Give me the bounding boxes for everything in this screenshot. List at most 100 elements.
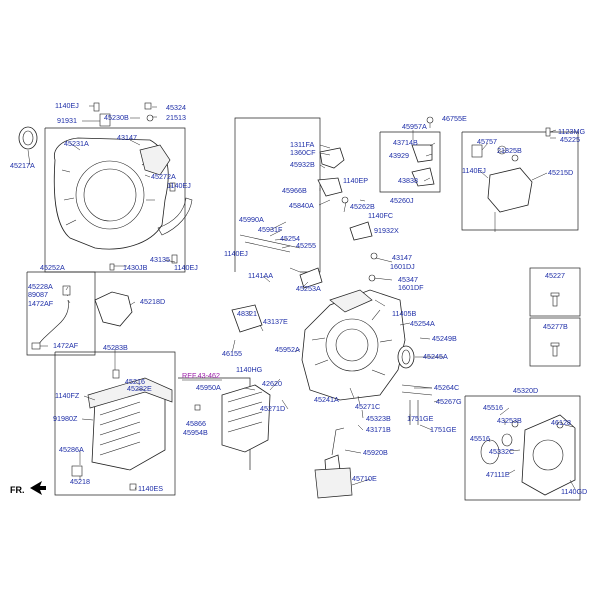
label-45217a: 45217A — [10, 161, 35, 170]
label-45932b: 45932B — [290, 160, 315, 169]
frame-oil-pipe — [26, 271, 96, 356]
sensor-bracket-45957a — [411, 116, 435, 187]
label-1360cf: 1360CF — [290, 148, 316, 157]
label-45990a: 45990A — [239, 215, 264, 224]
filter-48321 — [231, 304, 263, 333]
label-1751ge-a: 1751GE — [407, 414, 434, 423]
label-45225: 45225 — [560, 135, 580, 144]
seal-45217a — [18, 126, 38, 150]
label-45267g: 45267G — [436, 397, 462, 406]
label-45231a: 45231A — [64, 139, 89, 148]
label-89087: 89087 — [28, 290, 48, 299]
label-45757: 45757 — [477, 137, 497, 146]
bolts-top-left — [93, 102, 178, 271]
label-1430jb: 1430JB — [123, 263, 148, 272]
label-1472af-b: 1472AF — [53, 341, 79, 350]
label-45710e: 45710E — [352, 474, 377, 483]
label-43137e: 43137E — [263, 317, 288, 326]
transfer-case-housing — [53, 137, 171, 250]
label-91931: 91931 — [57, 116, 77, 125]
label-1601dj: 1601DJ — [390, 262, 415, 271]
frame-bolt-45227 — [529, 267, 581, 317]
label-45516-b: 45516 — [470, 434, 490, 443]
label-45950a: 45950A — [196, 383, 221, 392]
label-1123mg: 1123MG — [558, 127, 585, 136]
label-1140ej-c: 1140EJ — [174, 263, 198, 272]
label-45254a: 45254A — [410, 319, 435, 328]
label-43147: 43147 — [117, 133, 137, 142]
label-1140fz: 1140FZ — [55, 391, 80, 400]
label-47111e: 47111E — [486, 470, 510, 479]
label-48321: 48321 — [237, 309, 257, 318]
label-1140ej-b: 1140EJ — [167, 181, 191, 190]
label-43838: 43838 — [398, 176, 418, 185]
front-arrow-icon — [30, 481, 46, 495]
label-1751ge-b: 1751GE — [430, 425, 457, 434]
frame-bolt-45277b — [529, 317, 581, 367]
label-45255: 45255 — [296, 241, 316, 250]
label-45840a: 45840A — [289, 201, 314, 210]
label-42620: 42620 — [262, 379, 282, 388]
pipe-45264c — [401, 384, 433, 425]
label-45215d: 45215D — [548, 168, 573, 177]
label-45253a: 45253A — [296, 284, 321, 293]
label-43135: 43135 — [150, 255, 170, 264]
rear-cover-45320d — [480, 414, 576, 496]
label-45271c: 45271C — [355, 402, 380, 411]
seal-45245a — [397, 345, 415, 369]
parts — [18, 102, 576, 499]
frame-valve-body-cover — [54, 351, 176, 496]
leader-lines — [27, 105, 576, 490]
label-43147-b: 43147 — [392, 253, 412, 262]
label-45218: 45218 — [70, 477, 90, 486]
label-21513: 21513 — [166, 113, 186, 122]
solenoid-45215d — [471, 127, 551, 213]
label-45952a: 45952A — [275, 345, 300, 354]
label-45283b: 45283B — [103, 343, 128, 352]
label-45277b: 45277B — [543, 322, 568, 331]
label-45254: 45254 — [280, 234, 300, 243]
label-45228a: 45228A — [28, 282, 53, 291]
label-45241a: 45241A — [314, 395, 339, 404]
label-43253b: 43253B — [497, 416, 522, 425]
label-1472af-a: 1472AF — [28, 299, 54, 308]
label-1140es: 1140ES — [138, 484, 163, 493]
label-1311fa: 1311FA — [290, 140, 314, 149]
frame-rear-cover — [464, 395, 581, 501]
label-45516-a: 45516 — [483, 403, 503, 412]
part-labels: 1140EJ 91931 45230B 45324 21513 43147 45… — [10, 101, 587, 496]
label-1140hg: 1140HG — [236, 365, 263, 374]
valve-body-45950a — [194, 384, 271, 453]
label-1140gd: 1140GD — [561, 487, 587, 496]
label-1141aa: 1141AA — [248, 271, 273, 280]
speed-sensor-45920b — [314, 427, 353, 499]
label-1140ej: 1140EJ — [55, 101, 79, 110]
label-1140ep: 1140EP — [343, 176, 368, 185]
label-21825b: 21825B — [497, 146, 522, 155]
label-45347: 45347 — [398, 275, 418, 284]
label-45324: 45324 — [166, 103, 186, 112]
label-43929: 43929 — [389, 151, 409, 160]
label-11405b: 11405B — [392, 309, 416, 318]
label-45230b: 45230B — [104, 113, 129, 122]
label-1140ej-e: 1140EJ — [462, 166, 486, 175]
label-45218d: 45218D — [140, 297, 165, 306]
label-45249b: 45249B — [432, 334, 457, 343]
label-45252a: 45252A — [40, 263, 65, 272]
label-45332c: 45332C — [489, 447, 514, 456]
bracket-45218d — [94, 291, 133, 327]
label-front: FR. — [10, 485, 25, 495]
label-45866: 45866 — [186, 419, 206, 428]
label-ref-43-462: REF.43-462 — [182, 371, 220, 380]
label-45260j: 45260J — [390, 196, 414, 205]
label-46128: 46128 — [551, 418, 571, 427]
section-frames — [26, 117, 581, 501]
label-1140fc: 1140FC — [368, 211, 393, 220]
bolt-45227 — [550, 292, 560, 307]
gasket-arc-43135 — [157, 197, 193, 236]
label-45262b: 45262B — [350, 202, 375, 211]
label-45957a: 45957A — [402, 122, 427, 131]
frame-sensor-bracket — [379, 131, 441, 193]
frame-transfer-case — [44, 127, 186, 273]
